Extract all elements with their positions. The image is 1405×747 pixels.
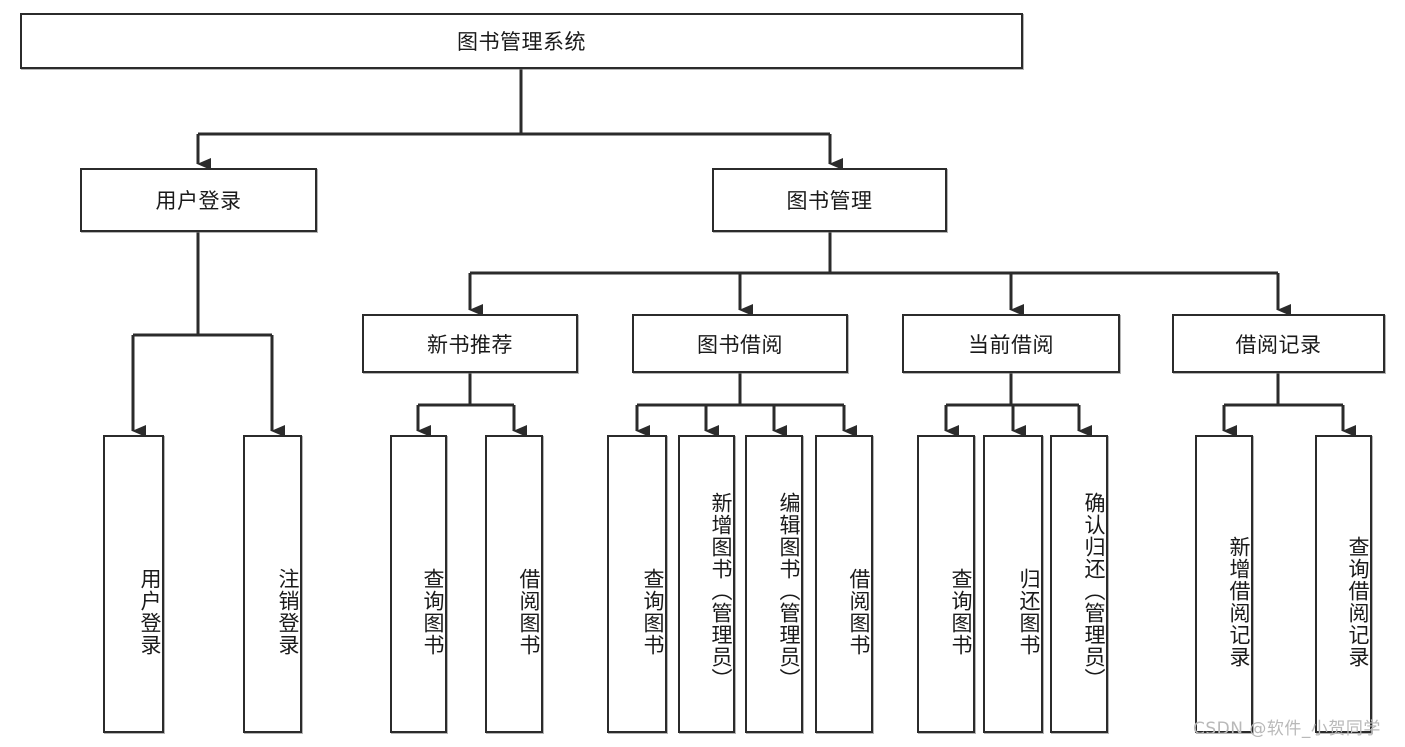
node-leaf-user-login[interactable]: 用户登录 xyxy=(103,435,164,733)
node-label: 图书管理 xyxy=(786,189,873,213)
node-label: 查询图书 xyxy=(421,568,445,656)
node-label: 新增借阅记录 xyxy=(1227,536,1251,668)
node-label: 查询图书 xyxy=(949,568,973,656)
node-current-borrow[interactable]: 当前借阅 xyxy=(902,314,1120,373)
node-leaf-return-book[interactable]: 归还图书 xyxy=(983,435,1043,733)
node-leaf-add-book-admin[interactable]: 新增图书（管理员） xyxy=(678,435,735,733)
node-user-login[interactable]: 用户登录 xyxy=(80,168,317,232)
node-label: 编辑图书（管理员） xyxy=(777,492,801,690)
csdn-watermark: CSDN @软件_小贺同学 xyxy=(1193,719,1381,739)
node-label: 图书管理系统 xyxy=(457,30,586,54)
node-new-book-recommend[interactable]: 新书推荐 xyxy=(362,314,578,373)
node-leaf-query-book-recommend[interactable]: 查询图书 xyxy=(390,435,447,733)
node-label: 归还图书 xyxy=(1017,568,1041,656)
node-label: 当前借阅 xyxy=(968,332,1054,357)
node-label: 查询借阅记录 xyxy=(1346,536,1370,668)
node-leaf-confirm-return-admin[interactable]: 确认归还（管理员） xyxy=(1050,435,1108,733)
node-leaf-query-book-current[interactable]: 查询图书 xyxy=(917,435,975,733)
node-leaf-borrow-book-recommend[interactable]: 借阅图书 xyxy=(485,435,543,733)
node-book-borrow[interactable]: 图书借阅 xyxy=(632,314,848,373)
node-label: 借阅图书 xyxy=(517,568,541,656)
node-leaf-edit-book-admin[interactable]: 编辑图书（管理员） xyxy=(745,435,803,733)
node-leaf-query-book-borrow[interactable]: 查询图书 xyxy=(607,435,667,733)
node-label: 用户登录 xyxy=(138,568,162,656)
node-label: 查询图书 xyxy=(641,568,665,656)
node-root-book-management-system[interactable]: 图书管理系统 xyxy=(20,13,1023,69)
node-label: 新书推荐 xyxy=(427,332,513,357)
node-borrow-record[interactable]: 借阅记录 xyxy=(1172,314,1385,373)
node-leaf-borrow-book-borrow[interactable]: 借阅图书 xyxy=(815,435,873,733)
node-leaf-add-borrow-record[interactable]: 新增借阅记录 xyxy=(1195,435,1253,733)
node-label: 借阅图书 xyxy=(847,568,871,656)
node-leaf-query-borrow-record[interactable]: 查询借阅记录 xyxy=(1315,435,1372,733)
node-leaf-logout-login[interactable]: 注销登录 xyxy=(243,435,302,733)
node-label: 借阅记录 xyxy=(1235,332,1322,357)
node-label: 新增图书（管理员） xyxy=(709,492,733,690)
node-label: 注销登录 xyxy=(276,568,300,656)
node-book-management[interactable]: 图书管理 xyxy=(712,168,947,232)
node-label: 图书借阅 xyxy=(697,332,783,357)
node-label: 用户登录 xyxy=(155,189,242,213)
node-label: 确认归还（管理员） xyxy=(1082,492,1106,690)
